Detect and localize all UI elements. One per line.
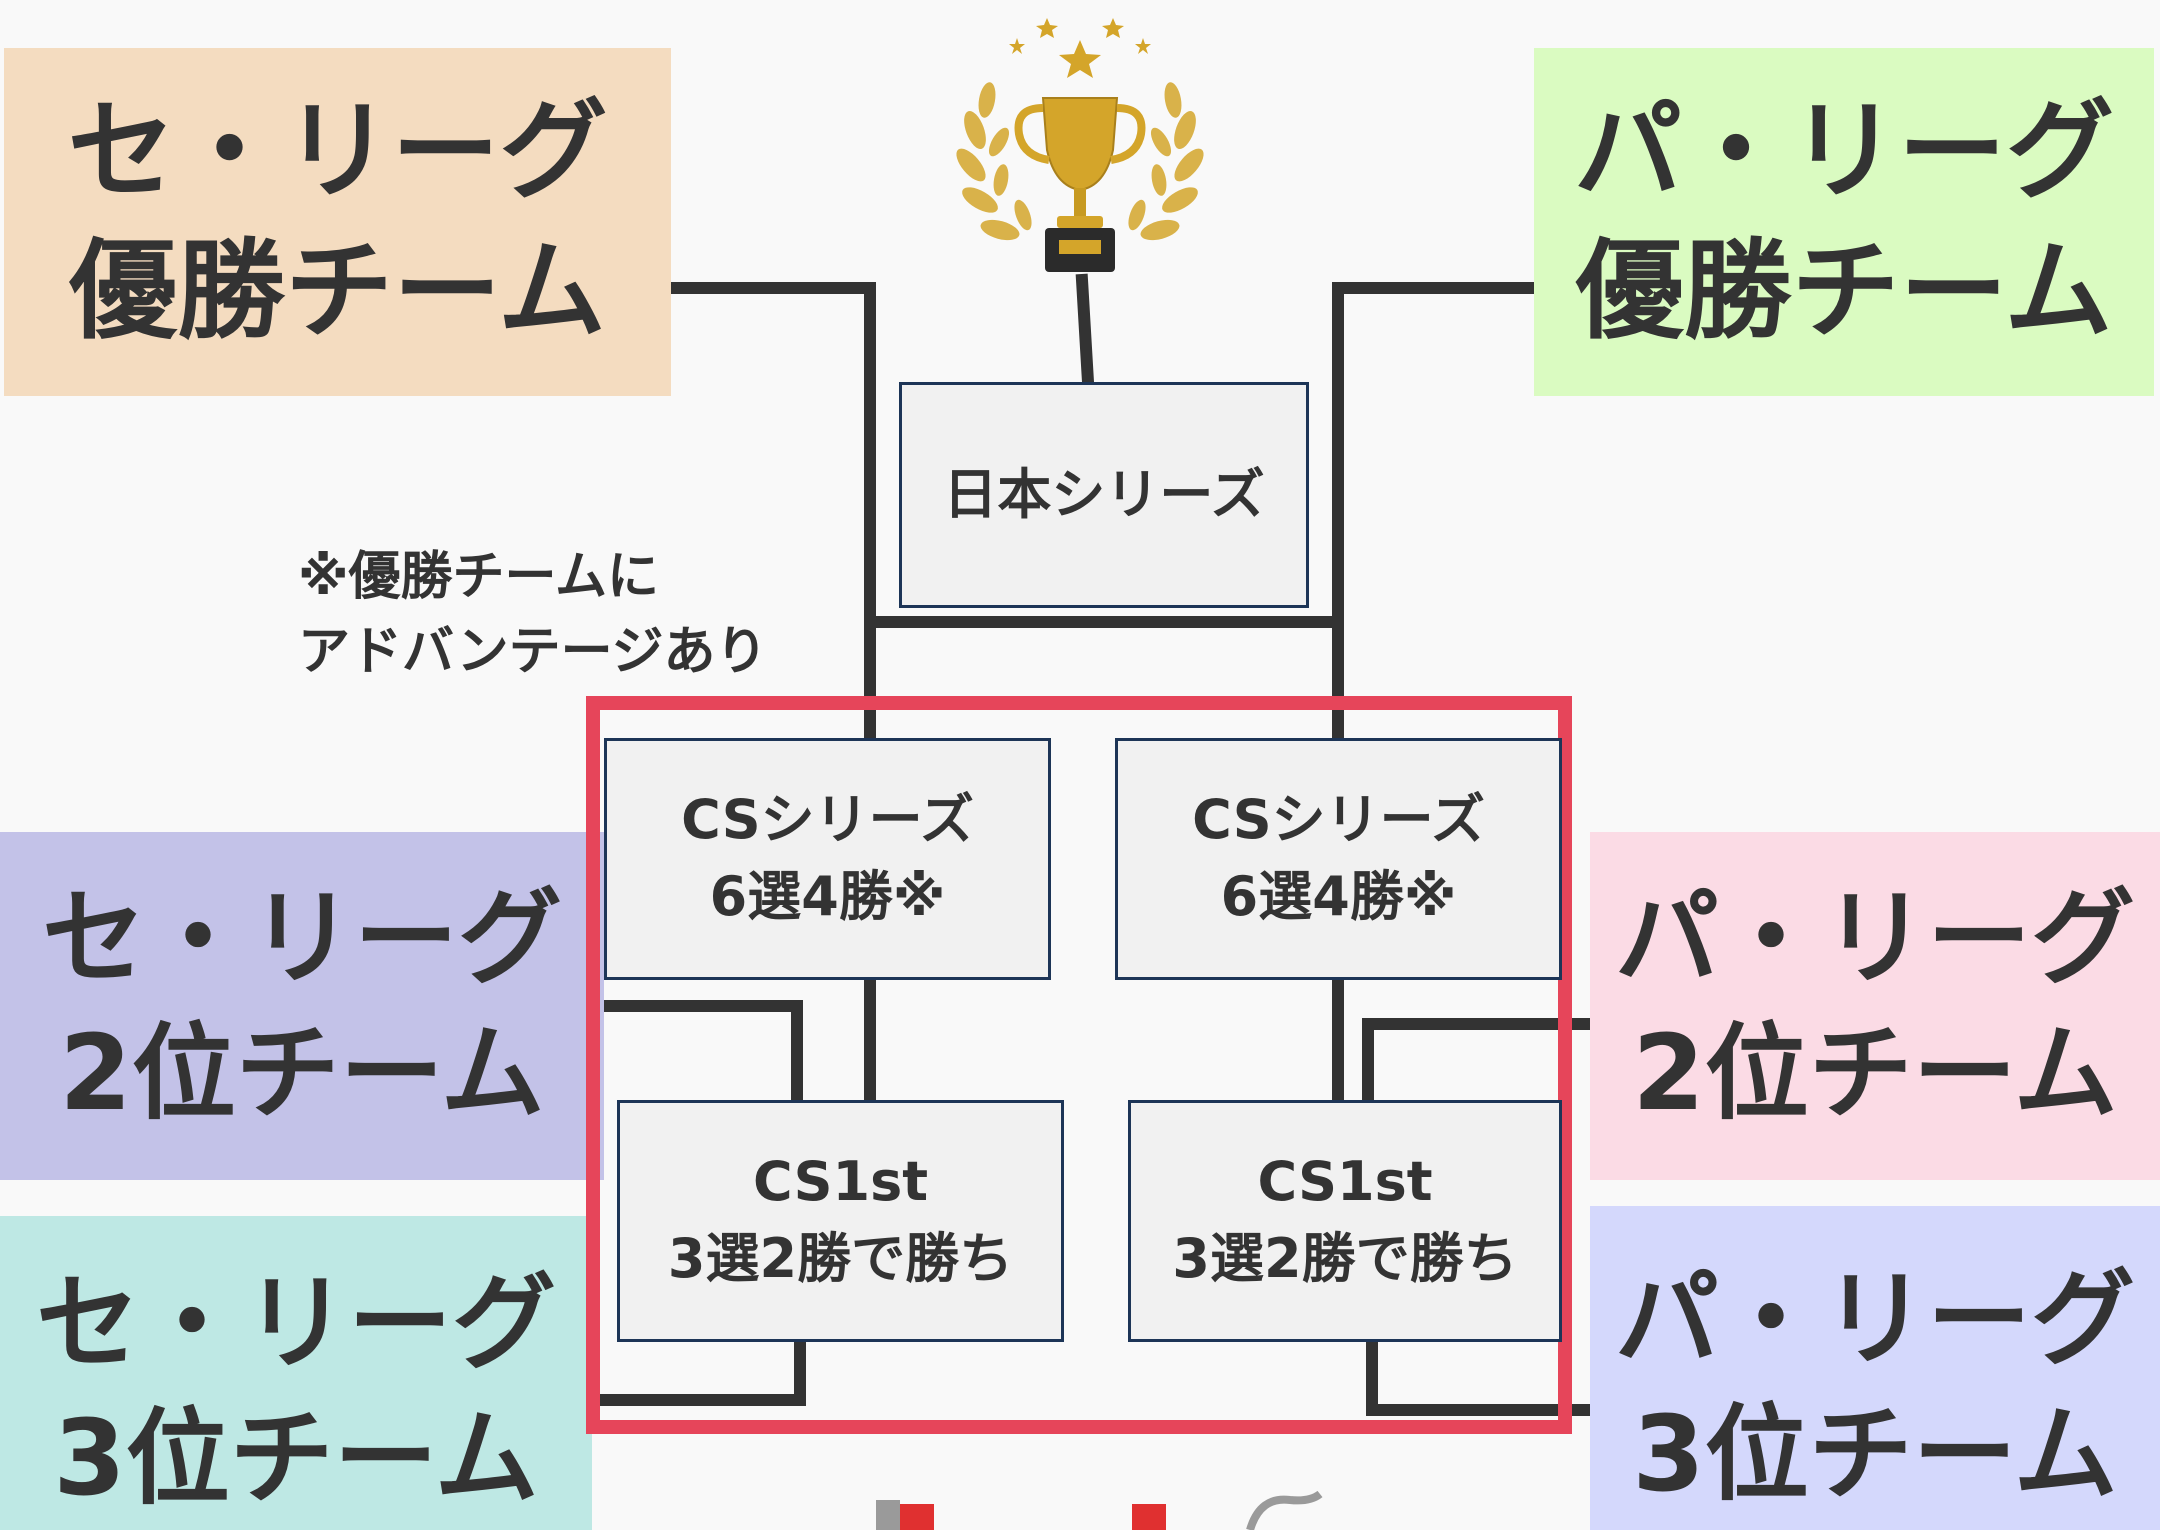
cs-first-pa-title: CS1st: [1257, 1150, 1433, 1214]
cs-first-ce-rule: 3選2勝で勝ち: [667, 1227, 1014, 1290]
team-ce-second-league: セ・リーグ: [41, 876, 562, 999]
partial-logo-icon: [876, 1490, 1323, 1530]
team-pa-third: パ・リーグ 3位チーム: [1590, 1206, 2160, 1530]
star-icon: [1059, 40, 1101, 78]
advantage-note-line1: ※優勝チームに: [298, 547, 659, 607]
team-ce-second-rank: 2位チーム: [59, 1012, 545, 1134]
line-ce-winner: [666, 282, 876, 744]
team-ce-winner-rank: 優勝チーム: [69, 229, 606, 354]
line-pa-winner: [1332, 282, 1538, 744]
team-pa-third-rank: 3位チーム: [1632, 1393, 2118, 1516]
team-pa-winner-league: パ・リーグ: [1573, 88, 2114, 214]
cs-final-pa-title: CSシリーズ: [1192, 788, 1485, 852]
line-pa-second: [1362, 1018, 1594, 1106]
star-icon: [1135, 38, 1151, 54]
team-pa-winner-rank: 優勝チーム: [1575, 229, 2113, 354]
star-icon: [1009, 38, 1025, 54]
advantage-note: ※優勝チームに アドバンテージあり: [298, 540, 768, 691]
cs-final-ce-title: CSシリーズ: [681, 788, 974, 852]
cs-first-pa-box: CS1st 3選2勝で勝ち: [1128, 1100, 1562, 1342]
cs-final-pa-box: CSシリーズ 6選4勝※: [1115, 738, 1562, 980]
japan-series-box: 日本シリーズ: [899, 382, 1309, 608]
star-icon: [1036, 18, 1058, 38]
team-pa-winner: パ・リーグ 優勝チーム: [1534, 48, 2154, 396]
team-pa-third-league: パ・リーグ: [1614, 1258, 2135, 1380]
team-ce-second: セ・リーグ 2位チーム: [0, 832, 604, 1180]
team-ce-third-league: セ・リーグ: [35, 1262, 556, 1384]
team-pa-second-rank: 2位チーム: [1632, 1012, 2118, 1134]
line-trophy-japan: [1075, 273, 1095, 389]
team-ce-winner: セ・リーグ 優勝チーム: [4, 48, 671, 396]
advantage-note-line2: アドバンテージあり: [298, 622, 768, 683]
team-pa-second-league: パ・リーグ: [1614, 876, 2135, 999]
team-ce-third: セ・リーグ 3位チーム: [0, 1216, 592, 1530]
cs-final-ce-box: CSシリーズ 6選4勝※: [604, 738, 1051, 980]
team-pa-second: パ・リーグ 2位チーム: [1590, 832, 2160, 1180]
team-ce-third-rank: 3位チーム: [53, 1397, 539, 1520]
cs-final-ce-rule: 6選4勝※: [709, 865, 946, 928]
japan-series-label: 日本シリーズ: [943, 462, 1265, 526]
line-pa-third: [1366, 1334, 1594, 1416]
cs-first-pa-rule: 3選2勝で勝ち: [1172, 1227, 1518, 1290]
star-icon: [1102, 18, 1124, 38]
line-ce-second: [599, 1000, 803, 1106]
cs-first-ce-title: CS1st: [752, 1150, 929, 1214]
trophy-laurel-icon: [956, 18, 1204, 272]
line-ce-third: [591, 1334, 806, 1406]
cs-final-pa-rule: 6選4勝※: [1220, 865, 1457, 928]
cs-first-ce-box: CS1st 3選2勝で勝ち: [617, 1100, 1064, 1342]
team-ce-winner-league: セ・リーグ: [67, 88, 608, 214]
